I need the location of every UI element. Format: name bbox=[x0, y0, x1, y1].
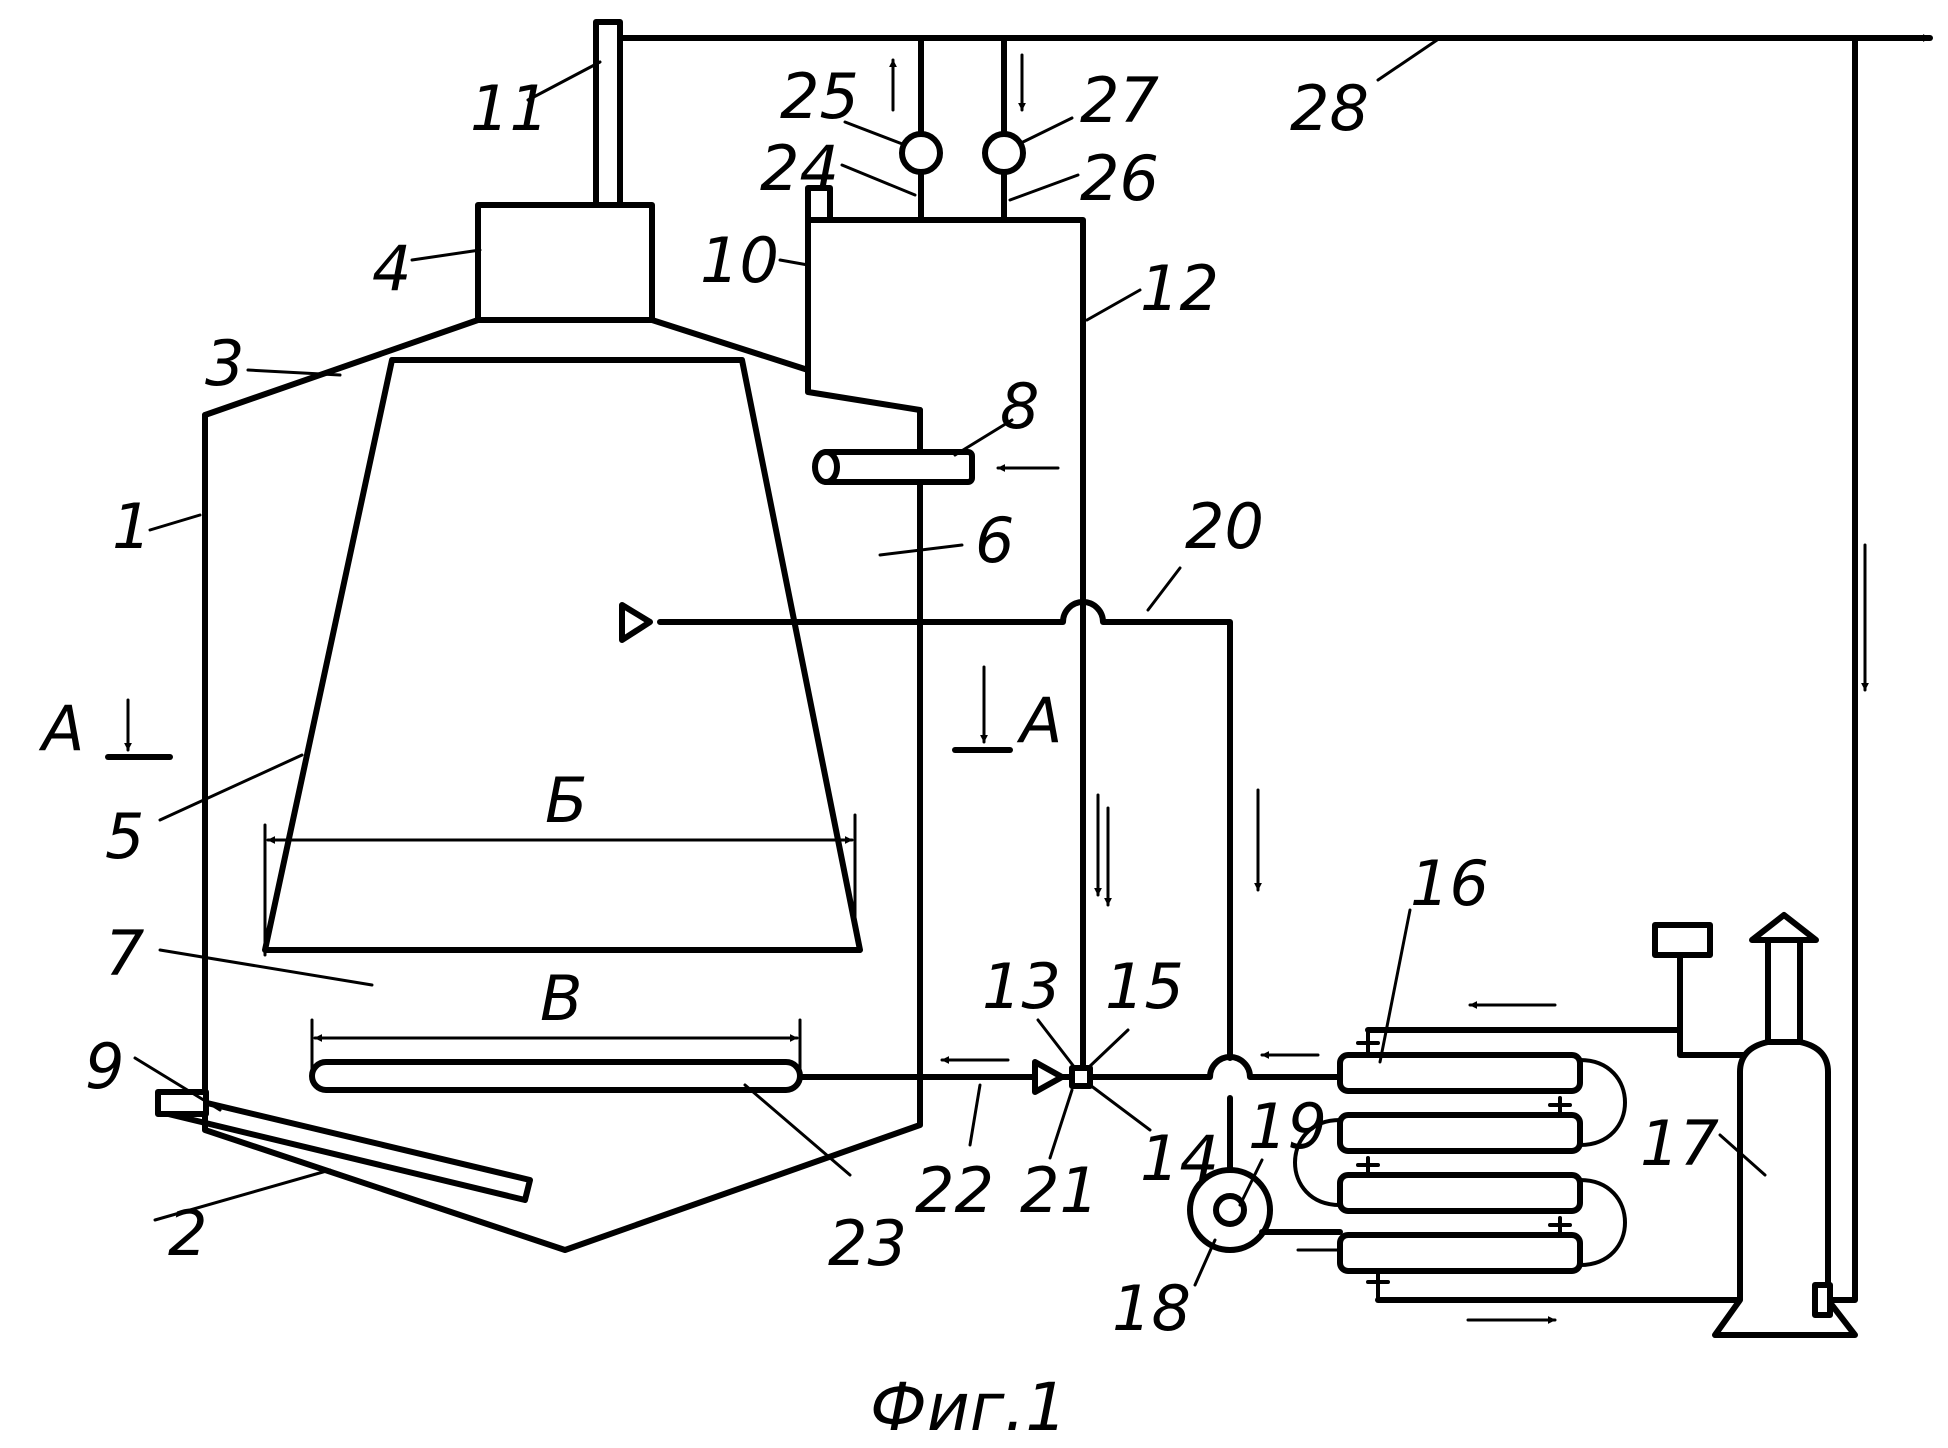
label-15: 15 bbox=[1105, 950, 1184, 1023]
label-4: 4 bbox=[372, 232, 411, 305]
label-1: 1 bbox=[112, 490, 151, 563]
label-27: 27 bbox=[1080, 64, 1159, 137]
label-6: 6 bbox=[975, 504, 1014, 577]
section-label-right: А bbox=[1016, 684, 1062, 757]
label-26: 26 bbox=[1080, 142, 1159, 215]
label-10: 10 bbox=[700, 224, 779, 297]
distributor-23 bbox=[312, 1062, 800, 1090]
label-5: 5 bbox=[105, 800, 144, 873]
label-12: 12 bbox=[1140, 252, 1219, 325]
branch-26 bbox=[985, 38, 1023, 220]
label-19: 19 bbox=[1248, 1090, 1327, 1163]
label-24: 24 bbox=[760, 132, 839, 205]
cone-5 bbox=[265, 360, 860, 950]
label-21: 21 bbox=[1020, 1154, 1099, 1227]
figure-caption: Фиг.1 bbox=[870, 1369, 1067, 1446]
label-23: 23 bbox=[828, 1207, 907, 1280]
label-22: 22 bbox=[915, 1154, 994, 1227]
label-25: 25 bbox=[780, 60, 859, 133]
label-13: 13 bbox=[982, 950, 1061, 1023]
dimension-label-lower: В bbox=[540, 962, 583, 1035]
grate-2 bbox=[158, 1092, 530, 1200]
burner-17 bbox=[1715, 915, 1855, 1335]
label-17: 17 bbox=[1640, 1107, 1719, 1180]
label-7: 7 bbox=[105, 917, 144, 990]
label-8: 8 bbox=[1000, 370, 1039, 443]
vent-pipe-10 bbox=[808, 188, 830, 370]
section-mark-right bbox=[955, 667, 1010, 750]
label-20: 20 bbox=[1185, 490, 1264, 563]
label-28: 28 bbox=[1290, 72, 1369, 145]
chamber-6 bbox=[808, 220, 1083, 1075]
leader-lines bbox=[135, 38, 1765, 1285]
section-label-left: А bbox=[38, 692, 84, 765]
dimension-label-upper: Б bbox=[545, 764, 588, 837]
branch-24 bbox=[893, 38, 940, 220]
label-16: 16 bbox=[1410, 847, 1489, 920]
section-mark-left bbox=[108, 700, 170, 757]
line-22 bbox=[800, 1060, 1062, 1092]
label-3: 3 bbox=[205, 327, 244, 400]
label-2: 2 bbox=[168, 1197, 207, 1270]
label-14: 14 bbox=[1140, 1122, 1219, 1195]
nozzle-8 bbox=[815, 452, 1058, 482]
label-11: 11 bbox=[470, 72, 549, 145]
label-18: 18 bbox=[1112, 1272, 1191, 1345]
node-13-15 bbox=[1062, 1057, 1340, 1086]
gauge-box bbox=[1655, 925, 1745, 1055]
label-9: 9 bbox=[85, 1030, 124, 1103]
exhaust-pipe-11 bbox=[596, 22, 620, 205]
hood-4 bbox=[478, 205, 652, 320]
